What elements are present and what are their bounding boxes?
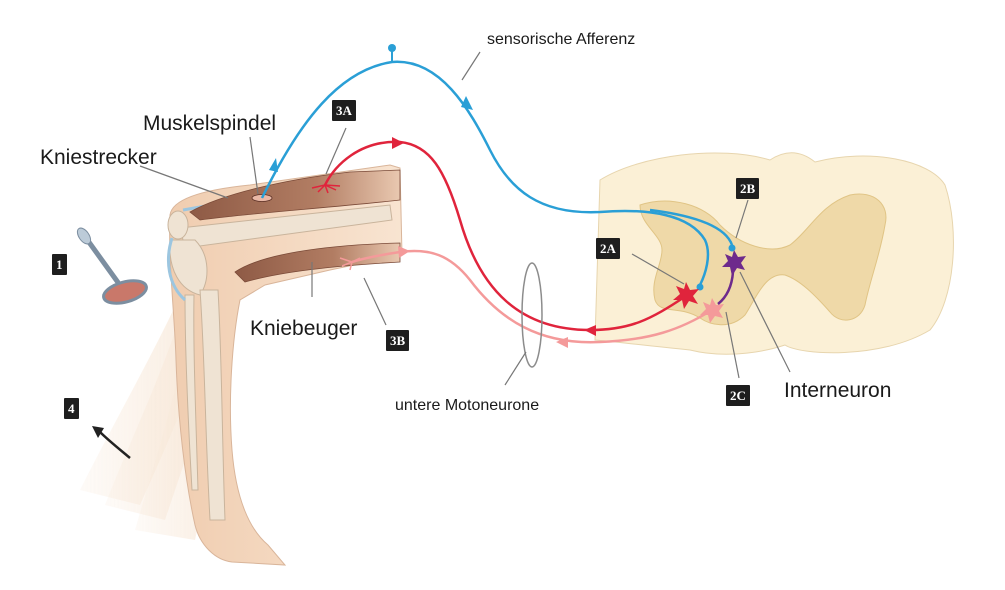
patella	[167, 210, 189, 240]
afferent-terminal-2b	[728, 244, 736, 252]
leader-afferent	[461, 51, 481, 81]
motoneuron-2c-cell	[700, 298, 724, 323]
extensor-arrow-1	[392, 137, 404, 149]
tibia	[199, 289, 226, 521]
extensor-motoneuron-path	[311, 137, 699, 336]
label-knee-flexor: Kniebeuger	[250, 317, 358, 340]
flexor-arrow-2	[556, 337, 568, 348]
badge-step-2c: 2C	[726, 385, 750, 406]
badge-step-3b: 3B	[386, 330, 410, 351]
label-muscle-spindle: Muskelspindel	[143, 112, 277, 135]
flexor-arrow-1	[398, 246, 410, 258]
label-lower-motoneurons: untere Motoneurone	[395, 397, 540, 414]
flexor-motor-fiber	[351, 249, 713, 344]
extensor-motor-fiber	[323, 140, 687, 332]
interneuron-axon	[717, 271, 735, 305]
interneuron-cell	[717, 250, 746, 305]
afferent-arrow-2	[461, 96, 473, 110]
label-knee-extensor: Kniestrecker	[40, 146, 157, 169]
interneuron-body	[722, 250, 746, 276]
badge-step-2a: 2A	[596, 238, 620, 259]
leg	[166, 164, 403, 566]
reflex-hammer	[76, 227, 148, 305]
motion-arrowhead	[92, 426, 104, 438]
extensor-arrow-2	[584, 325, 596, 336]
cell-body-dot	[388, 44, 396, 52]
leader-extensor	[139, 165, 229, 199]
hammer-head	[102, 279, 148, 305]
motion-arrow	[99, 431, 131, 459]
afferent-fiber	[260, 60, 710, 286]
badge-step-3a: 3A	[332, 100, 356, 121]
leader-spindle	[249, 136, 259, 195]
leader-lines	[139, 51, 791, 386]
hammer-handle	[83, 235, 125, 291]
leader-3b	[363, 277, 387, 326]
sensory-afferent-path	[260, 44, 736, 291]
fibula	[184, 294, 199, 491]
badge-step-1: 1	[52, 254, 67, 275]
motoneuron-2a-cell	[673, 282, 699, 309]
patellar-tendon	[166, 237, 187, 302]
leader-2c	[725, 311, 740, 379]
flexor-endplate	[339, 257, 361, 271]
badge-step-4: 4	[64, 398, 79, 419]
spinal-cord	[594, 152, 954, 355]
leader-motoneurone	[504, 351, 527, 386]
leader-interneuron	[739, 271, 791, 373]
hammer-tip	[76, 227, 92, 245]
leader-2b	[735, 199, 749, 239]
afferent-arrow-1	[269, 158, 278, 172]
badge-step-2b: 2B	[736, 178, 760, 199]
nerve-bundle-ring	[521, 262, 543, 368]
afferent-terminal-2a	[696, 283, 704, 291]
leader-2a	[631, 253, 685, 285]
leader-3a	[325, 127, 347, 175]
afferent-branch-interneuron	[649, 208, 734, 246]
extensor-muscle	[189, 169, 401, 221]
label-interneuron: Interneuron	[784, 379, 892, 402]
gray-matter	[639, 193, 887, 326]
extensor-endplate	[311, 184, 341, 194]
label-sensory-afferent: sensorische Afferenz	[487, 31, 636, 48]
flexor-motoneuron-path	[339, 246, 724, 348]
